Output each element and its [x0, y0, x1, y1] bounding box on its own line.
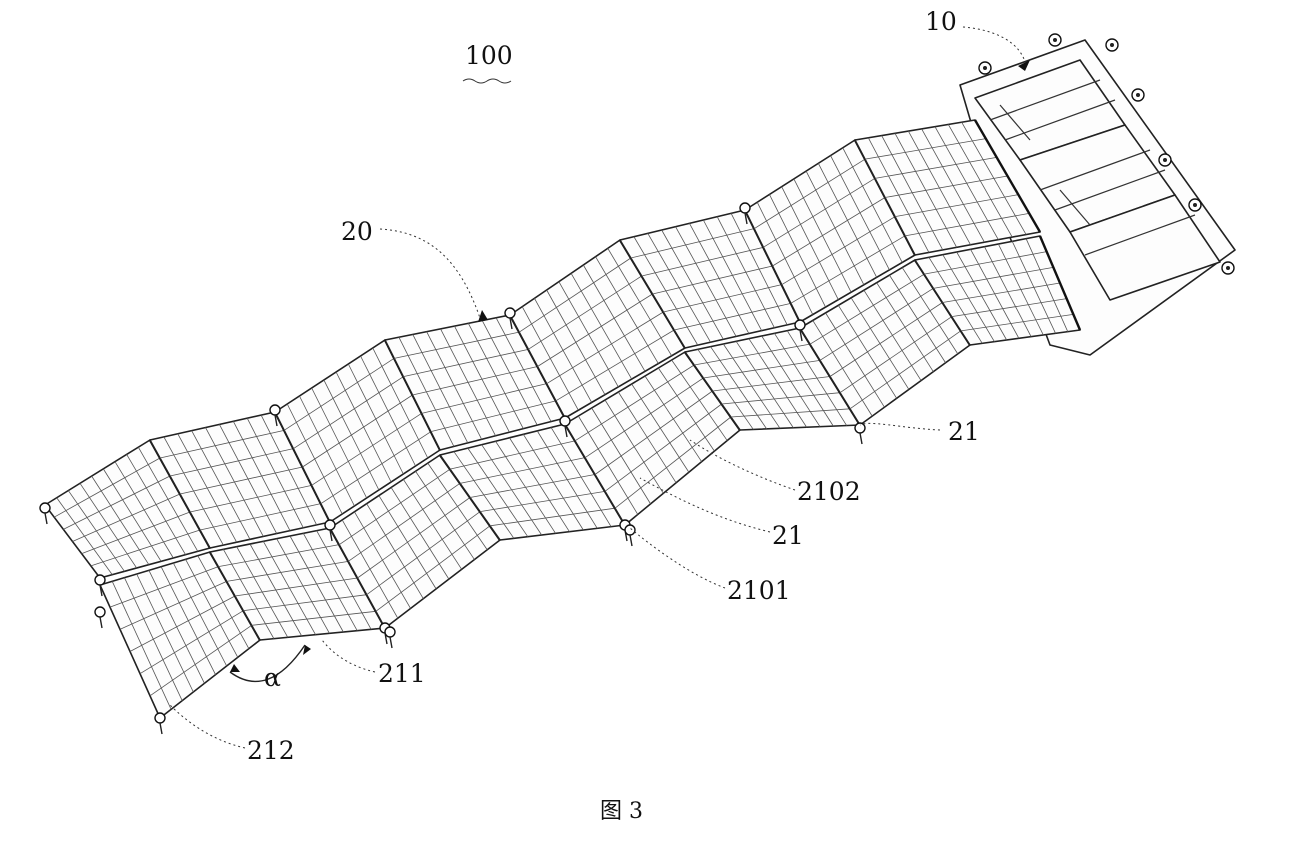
hinge-pin — [40, 503, 50, 513]
hinge-pin — [270, 405, 280, 415]
label-10: 10 — [925, 7, 957, 36]
label-21-upper: 21 — [948, 417, 980, 446]
base-bolt-center — [1053, 38, 1057, 42]
hinge-pin — [95, 575, 105, 585]
hinge-post — [100, 617, 102, 628]
label-100: 100 — [465, 41, 513, 70]
angle-alpha-label: α — [264, 663, 281, 692]
base-bolt-center — [1136, 93, 1140, 97]
base-bolt-center — [1163, 158, 1167, 162]
hinge-post — [390, 637, 392, 648]
hinge-pin — [795, 320, 805, 330]
hinge-post — [630, 535, 632, 546]
hinge-pin — [740, 203, 750, 213]
base-bolt-center — [1226, 266, 1230, 270]
hinge-pin — [625, 525, 635, 535]
hinge-pin — [95, 607, 105, 617]
hinge-post — [860, 433, 862, 444]
label-21-lower: 21 — [772, 521, 804, 550]
label-20: 20 — [341, 217, 373, 246]
base-bolt-center — [1110, 43, 1114, 47]
label-2102: 2102 — [797, 477, 861, 506]
label-211: 211 — [378, 659, 426, 688]
hinge-pin — [325, 520, 335, 530]
hinge-post — [45, 513, 47, 524]
base-bolt-center — [1193, 203, 1197, 207]
figure-caption: 图 3 — [600, 799, 643, 824]
hinge-post — [160, 723, 162, 734]
hinge-pin — [505, 308, 515, 318]
label-212: 212 — [247, 736, 295, 765]
hinge-pin — [385, 627, 395, 637]
hinge-pin — [560, 416, 570, 426]
label-2101: 2101 — [727, 576, 791, 605]
base-bolt-center — [983, 66, 987, 70]
hinge-pin — [155, 713, 165, 723]
